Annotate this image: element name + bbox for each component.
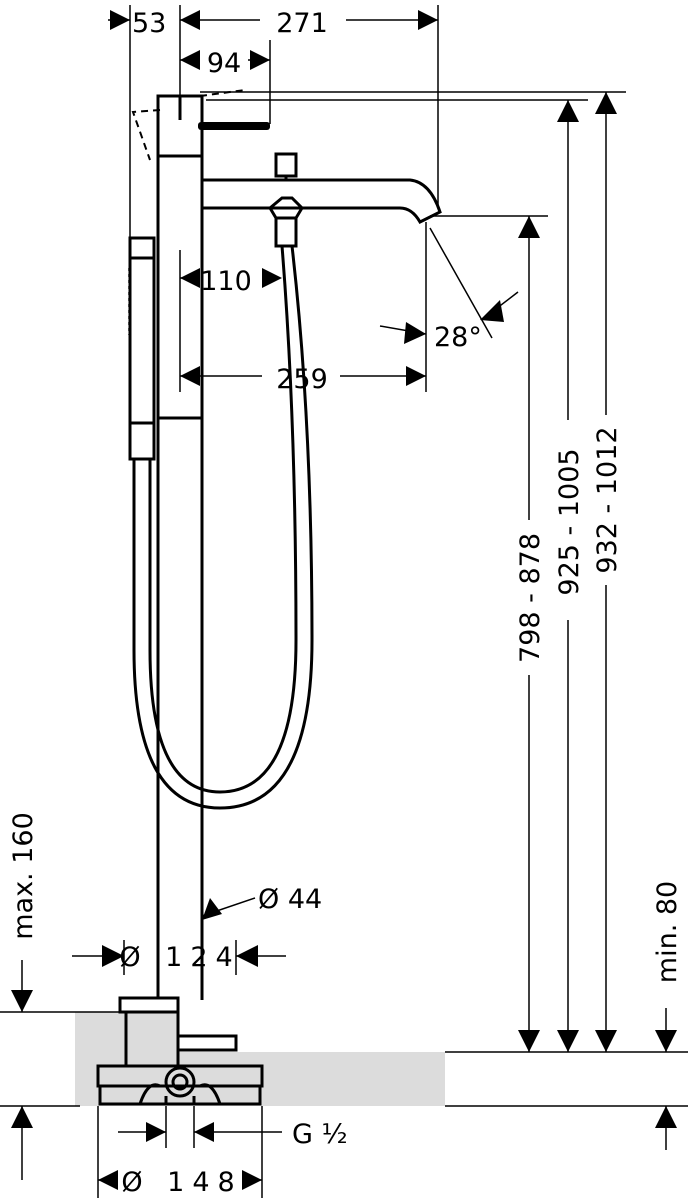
dim-94: 94 bbox=[207, 48, 241, 79]
dim-dia-148: Ø 148 bbox=[121, 1167, 242, 1198]
dim-271: 271 bbox=[276, 8, 328, 39]
dim-min-80: min. 80 bbox=[652, 881, 683, 983]
dim-angle: 28° bbox=[434, 322, 482, 353]
dim-259: 259 bbox=[276, 364, 328, 395]
dim-53: 53 bbox=[132, 8, 166, 39]
dim-110: 110 bbox=[200, 266, 252, 297]
floor-section bbox=[0, 1011, 688, 1107]
dim-max-160: max. 160 bbox=[8, 812, 39, 940]
arrowheads bbox=[11, 10, 677, 1190]
dimension-labels: 53 271 94 110 259 28° 798 - 878 925 - 10… bbox=[8, 8, 683, 1198]
dim-g-half: G ½ bbox=[292, 1119, 348, 1150]
dim-798-878: 798 - 878 bbox=[515, 533, 546, 663]
dim-925-1005: 925 - 1005 bbox=[554, 448, 585, 595]
bath-mixer bbox=[96, 89, 442, 1106]
dim-932-1012: 932 - 1012 bbox=[592, 426, 623, 573]
dim-dia-124: Ø 124 bbox=[119, 942, 240, 973]
dim-dia-44: Ø 44 bbox=[258, 884, 322, 915]
